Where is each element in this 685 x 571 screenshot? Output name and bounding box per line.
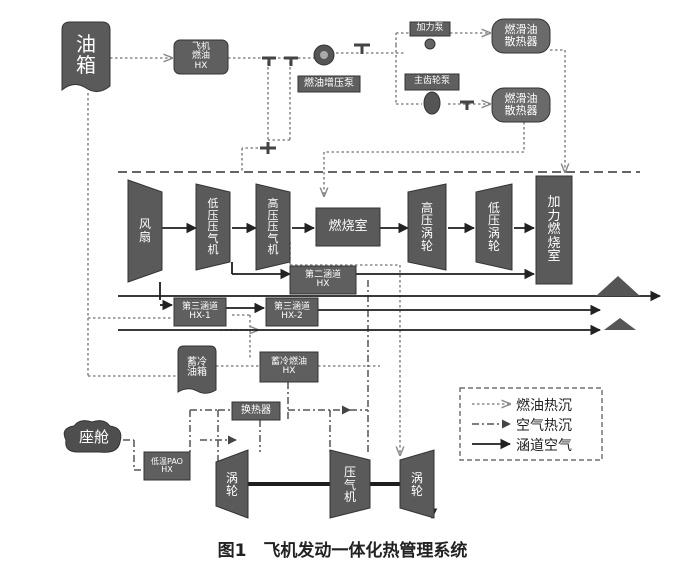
compressor-shape (329, 449, 371, 519)
booster-pump-label: 加力泵 (416, 23, 444, 34)
hp-turbine-label: 高 压 涡 轮 (420, 200, 433, 253)
legend-duct-air: 涵道空气 (516, 438, 572, 454)
booster-pump-label-box (409, 21, 451, 37)
lp-turbine-label: 低 压 涡 轮 (487, 200, 500, 253)
aircraft-fuel-hx-label: 飞机 燃油 HX (191, 41, 210, 71)
third-duct-hx1-box (173, 297, 227, 327)
afterburner-box (535, 175, 573, 285)
legend-fuel-heat-sink: 燃油热沉 (516, 398, 572, 414)
turbine-left-shape (215, 449, 249, 519)
main-gear-pump-label: 主齿轮泵 (413, 76, 450, 87)
third-duct-hx1-label: 第三涵道 HX-1 (181, 301, 218, 321)
fuel-oil-cooler-2-label: 燃滑油 散热器 (504, 92, 538, 117)
lp-compressor-shape (195, 183, 231, 271)
air-lines (123, 280, 369, 471)
storage-cold-fuel-hx-box (259, 351, 319, 383)
turbine-right-shape (399, 449, 435, 519)
fan-label: 风 扇 (138, 217, 151, 244)
low-temp-pao-hx-label: 低温PAO HX (151, 456, 183, 474)
lp-compressor-label: 低 压 压 气 机 (207, 197, 219, 257)
heat-exchanger-label: 换热器 (241, 404, 271, 416)
main-gear-pump-label-box (404, 73, 460, 91)
boost-pump-hub (320, 51, 328, 59)
hp-compressor-label: 高 压 压 气 机 (267, 197, 279, 257)
turbine-left-label: 涡 轮 (225, 471, 238, 498)
storage-cold-tank-shape (177, 345, 217, 394)
afterburner-label: 加 力 燃 烧 室 (547, 194, 561, 265)
hp-compressor-shape (255, 183, 291, 271)
third-duct-hx2-label: 第三涵道 HX-2 (273, 301, 310, 321)
turbine-right-label: 涡 轮 (410, 471, 423, 498)
heat-exchanger-box (231, 401, 281, 421)
combustor-label: 燃烧室 (328, 219, 368, 235)
cockpit-shape (63, 420, 122, 453)
hp-turbine-shape (407, 183, 447, 271)
fuel-oil-cooler-2-box (491, 87, 551, 123)
cockpit-label: 座舱 (78, 428, 109, 447)
second-duct-hx-box (289, 265, 357, 295)
fuel-oil-cooler-1-box (491, 18, 551, 54)
legend-box (459, 387, 603, 461)
oil-tank-shape (61, 21, 111, 92)
low-temp-pao-hx-box (143, 451, 191, 481)
third-duct-hx2-box (265, 297, 319, 327)
storage-cold-tank-label: 蓄冷 油箱 (187, 356, 207, 378)
aircraft-fuel-hx-box (173, 39, 229, 75)
oil-tank-label: 油 箱 (76, 32, 96, 77)
storage-cold-fuel-hx-label: 蓄冷燃油 HX (270, 356, 307, 376)
figure-caption: 图1 飞机发动一体化热管理系统 (217, 541, 468, 561)
combustor-box (315, 207, 381, 247)
duct-air-lines (118, 222, 662, 520)
boost-pump-label-box (297, 75, 361, 93)
lp-turbine-shape (475, 183, 513, 271)
fan-shape (127, 179, 163, 283)
t-fittings (260, 43, 474, 154)
compressor-label: 压 气 机 (343, 465, 356, 505)
second-duct-hx-label: 第二涵道 HX (304, 269, 341, 289)
nozzle-triangle-lower (604, 318, 636, 330)
main-gear-pump-symbol (423, 91, 441, 115)
boost-pump-label: 燃油增压泵 (304, 77, 354, 89)
booster-pump-symbol (424, 38, 436, 50)
fuel-oil-cooler-1-label: 燃滑油 散热器 (504, 23, 538, 48)
nozzle-triangle-upper (596, 276, 640, 296)
legend-air-heat-sink: 空气热沉 (516, 418, 572, 434)
